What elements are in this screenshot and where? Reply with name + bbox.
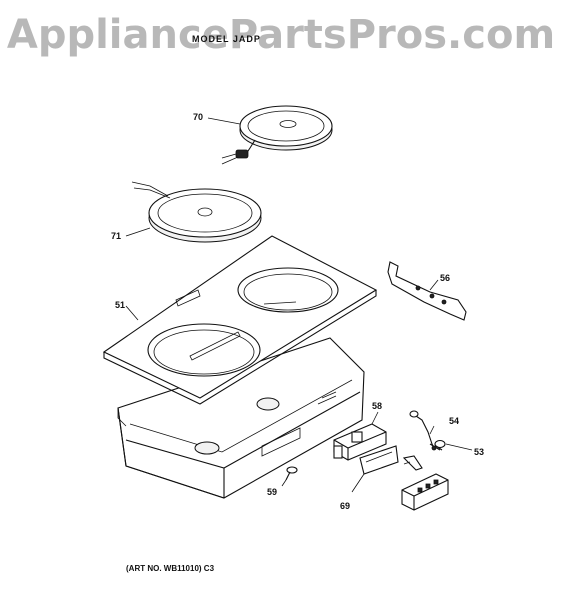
callout-70[interactable]: 70 [193, 112, 204, 122]
burner-box-pan[interactable] [117, 337, 365, 499]
callout-51[interactable]: 51 [115, 300, 126, 310]
terminal-lead[interactable] [402, 455, 423, 471]
bracket-part-56[interactable] [387, 261, 467, 321]
callout-71[interactable]: 71 [111, 231, 122, 241]
art-number: (ART NO. WB11010) C3 [126, 564, 215, 573]
small-surface-element[interactable] [221, 105, 333, 165]
callout-56[interactable]: 56 [440, 273, 451, 283]
wire-lead-part-54[interactable] [409, 410, 441, 451]
screw-part-53[interactable] [434, 439, 446, 451]
callout-54[interactable]: 54 [449, 416, 460, 426]
cooktop-glass[interactable] [102, 235, 378, 405]
leader-lines [125, 117, 473, 493]
callout-59[interactable]: 59 [267, 487, 278, 497]
screw-part-59[interactable] [285, 466, 298, 481]
large-surface-element[interactable] [131, 181, 262, 243]
callout-69[interactable]: 69 [340, 501, 351, 511]
callout-58[interactable]: 58 [372, 401, 383, 411]
terminal-block[interactable] [401, 473, 449, 511]
model-label: MODEL JADP [192, 34, 261, 44]
plate-part-69[interactable] [359, 445, 399, 475]
watermark-text: AppliancePartsPros.com [6, 12, 556, 58]
callout-53[interactable]: 53 [474, 447, 485, 457]
